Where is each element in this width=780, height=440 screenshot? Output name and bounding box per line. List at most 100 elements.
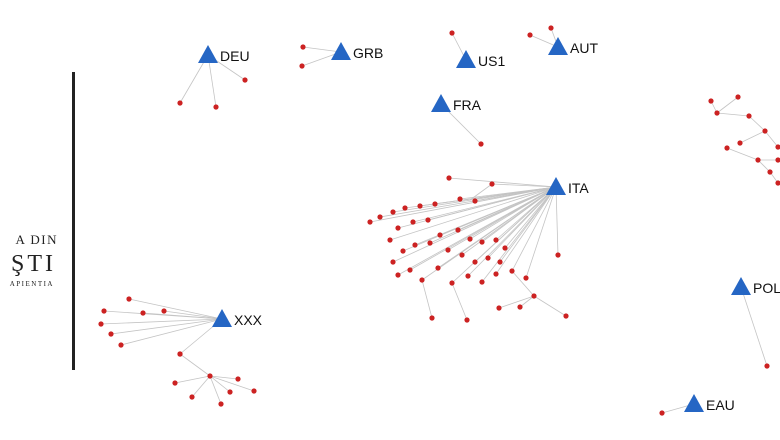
edge-ita xyxy=(369,186,557,223)
logo-text-line1: A DIN xyxy=(15,232,58,247)
leaf-node-secondary xyxy=(708,98,714,104)
edge-deu xyxy=(207,54,217,108)
vertical-divider xyxy=(72,72,75,370)
edge-secondary xyxy=(209,375,231,393)
edge-secondary xyxy=(191,375,211,398)
hub-triangle-icon xyxy=(731,277,751,295)
edge-ita xyxy=(409,186,557,271)
leaf-node-secondary xyxy=(563,313,569,319)
leaf-node-ita xyxy=(449,280,455,286)
leaf-node-xxx xyxy=(108,331,114,337)
leaf-node-ita xyxy=(395,272,401,278)
hub-triangle-icon xyxy=(331,42,351,60)
edge-secondary xyxy=(451,282,468,321)
edge-pol xyxy=(740,286,768,367)
leaf-node-secondary xyxy=(207,373,213,379)
leaf-node-ita xyxy=(400,248,406,254)
leaf-node-secondary xyxy=(172,380,178,386)
leaf-node-ita xyxy=(493,271,499,277)
leaf-node-deu xyxy=(213,104,219,110)
leaf-node-secondary xyxy=(189,394,195,400)
edge-ita xyxy=(427,186,557,221)
leaf-node-us1 xyxy=(449,30,455,36)
edge-secondary xyxy=(174,375,211,384)
hub-us1: US1 xyxy=(456,50,505,69)
edge-ita xyxy=(511,186,557,272)
hub-label: DEU xyxy=(220,48,250,64)
leaf-node-ita xyxy=(502,245,508,251)
leaf-node-secondary xyxy=(429,315,435,321)
leaf-node-ita xyxy=(467,236,473,242)
leaf-node-ita xyxy=(395,225,401,231)
edge-secondary xyxy=(209,375,222,405)
edge-secondary xyxy=(533,295,567,317)
edge-ita xyxy=(525,186,557,279)
logo-text-line2: ŞTI xyxy=(11,251,56,277)
leaf-node-secondary xyxy=(775,144,780,150)
leaf-node-ita xyxy=(445,247,451,253)
leaf-node-grb xyxy=(300,44,306,50)
leaf-node-secondary xyxy=(517,304,523,310)
hub-label: GRB xyxy=(353,45,383,61)
leaf-node-ita xyxy=(435,265,441,271)
edge-layer xyxy=(100,27,779,414)
leaf-node-ita xyxy=(479,279,485,285)
leaf-node-ita xyxy=(459,252,465,258)
leaf-node-ita xyxy=(465,273,471,279)
leaf-node-ita xyxy=(410,219,416,225)
logo-text-line3: APIENTIA xyxy=(9,280,54,288)
edge-secondary xyxy=(498,295,535,309)
leaf-node-eau xyxy=(659,410,665,416)
leaf-node-ita xyxy=(446,175,452,181)
hub-triangle-icon xyxy=(548,37,568,55)
leaf-node-secondary xyxy=(724,145,730,151)
edge-ita xyxy=(555,186,559,256)
edge-secondary xyxy=(179,353,211,377)
leaf-node-ita xyxy=(472,198,478,204)
edge-xxx xyxy=(110,318,223,335)
leaf-node-ita xyxy=(377,214,383,220)
leaf-node-ita xyxy=(472,259,478,265)
hub-pol: POL xyxy=(731,277,780,296)
edge-secondary xyxy=(421,279,433,319)
leaf-node-secondary xyxy=(767,169,773,175)
hub-triangle-icon xyxy=(684,394,704,412)
leaf-node-pol xyxy=(764,363,770,369)
edge-ita xyxy=(481,186,557,283)
leaf-node-secondary xyxy=(737,140,743,146)
leaf-node-ita xyxy=(455,227,461,233)
leaf-node-secondary xyxy=(531,293,537,299)
edge-secondary xyxy=(748,115,766,132)
leaf-node-ita xyxy=(390,259,396,265)
leaf-node-secondary xyxy=(775,157,780,163)
leaf-node-ita xyxy=(497,259,503,265)
leaf-node-secondary xyxy=(735,94,741,100)
hub-label: ITA xyxy=(568,180,589,196)
hub-label: POL xyxy=(753,280,780,296)
leaf-node-secondary xyxy=(177,351,183,357)
edge-ita xyxy=(504,186,557,249)
leaf-node-xxx xyxy=(98,321,104,327)
leaf-node-ita xyxy=(402,205,408,211)
edge-xxx xyxy=(163,310,223,320)
leaf-node-xxx xyxy=(118,342,124,348)
leaf-node-ita xyxy=(407,267,413,273)
leaf-node-ita xyxy=(523,275,529,281)
leaf-node-ita xyxy=(417,203,423,209)
leaf-node-ita xyxy=(555,252,561,258)
hub-triangle-icon xyxy=(456,50,476,68)
hub-label: US1 xyxy=(478,53,505,69)
leaf-node-deu xyxy=(177,100,183,106)
hub-label: FRA xyxy=(453,97,482,113)
edge-ita xyxy=(467,186,557,277)
edge-secondary xyxy=(209,375,255,392)
leaf-node-xxx xyxy=(101,308,107,314)
hub-triangle-icon xyxy=(212,309,232,327)
leaf-node-ita xyxy=(457,196,463,202)
edge-secondary xyxy=(511,270,535,297)
edge-secondary xyxy=(764,130,779,148)
leaf-node-ita xyxy=(387,237,393,243)
leaf-node-grb xyxy=(299,63,305,69)
